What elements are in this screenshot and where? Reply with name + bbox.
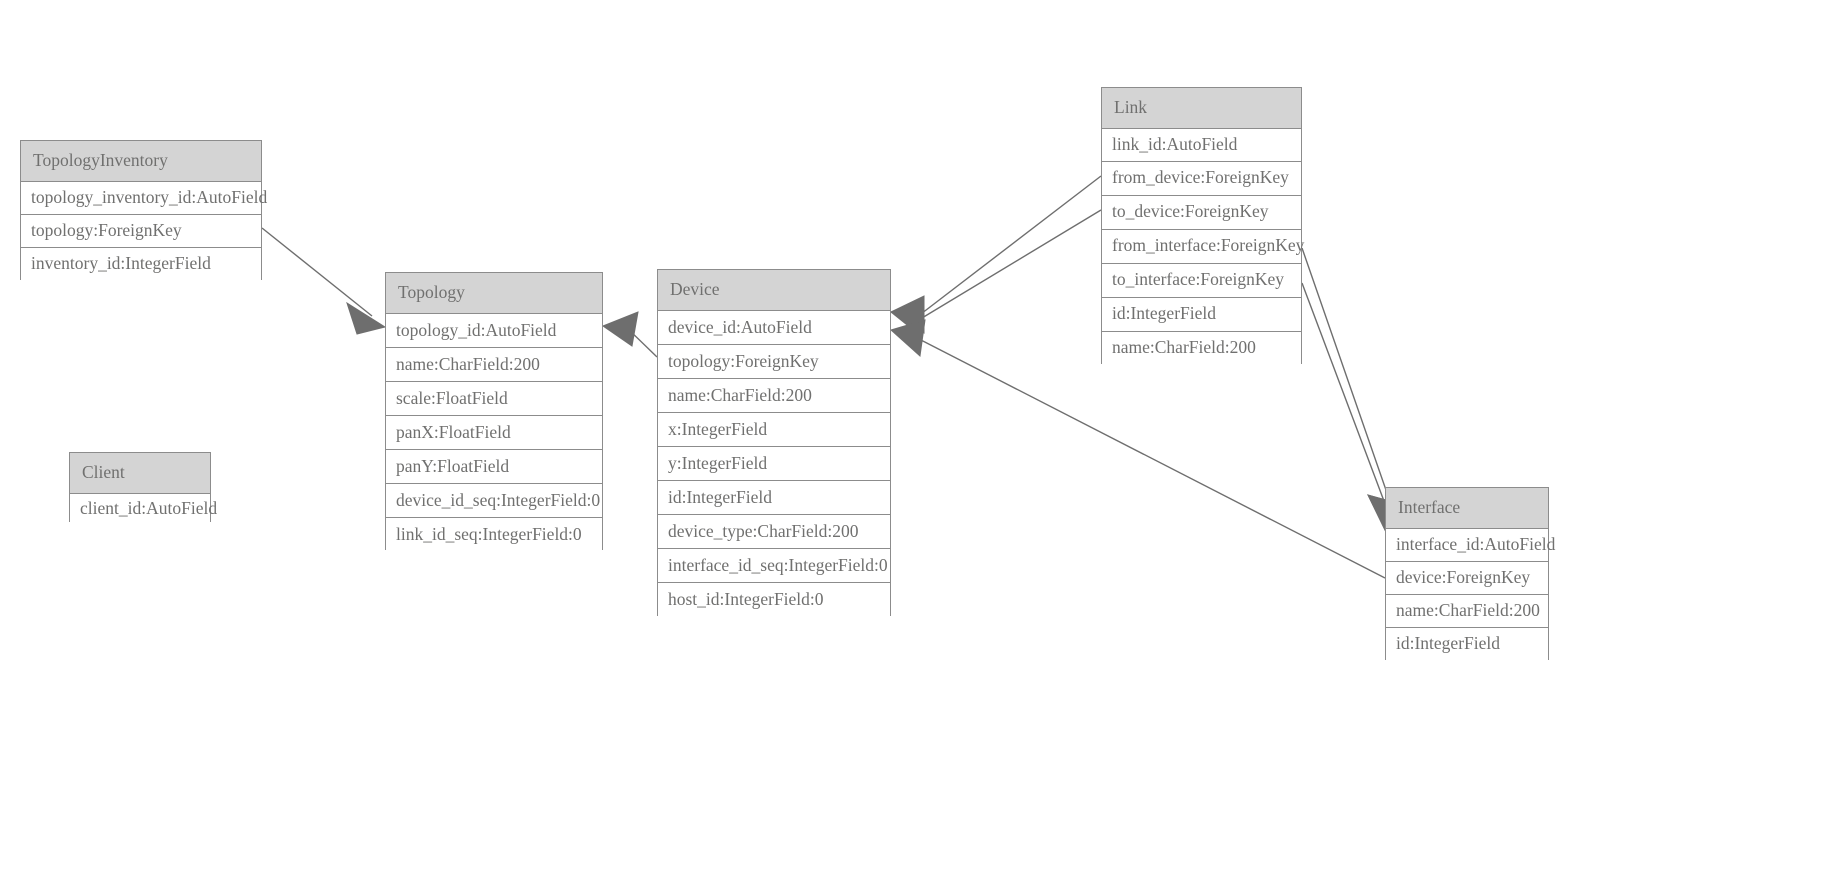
- entity-field: interface_id_seq:IntegerField:0: [658, 549, 890, 584]
- entity-title-device: Device: [658, 270, 890, 311]
- entity-field: topology_inventory_id:AutoField: [21, 181, 267, 215]
- entity-field: scale:FloatField: [386, 381, 602, 416]
- entity-field: host_id:IntegerField:0: [658, 583, 890, 618]
- entity-field: interface_id:AutoField: [1386, 528, 1555, 562]
- relationship-topologyinventory-topology: [261, 227, 387, 335]
- entity-field: from_device:ForeignKey: [1102, 162, 1301, 197]
- entity-field: device:ForeignKey: [1386, 561, 1548, 595]
- relationship-line: [1301, 247, 1396, 517]
- entity-field: link_id_seq:IntegerField:0: [386, 517, 602, 552]
- entity-field: panX:FloatField: [386, 415, 602, 450]
- entity-title-topology: Topology: [386, 273, 602, 314]
- entity-field: device_id:AutoField: [658, 310, 890, 345]
- relationship-line: [916, 337, 1386, 579]
- relationship-device-topology: [601, 311, 658, 358]
- arrowhead-icon: [601, 311, 639, 347]
- entity-field: to_device:ForeignKey: [1102, 196, 1301, 231]
- entity-field: name:CharField:200: [1386, 595, 1548, 629]
- entity-field: device_id_seq:IntegerField:0: [386, 483, 602, 518]
- entity-field: topology:ForeignKey: [21, 214, 261, 249]
- relationship-line: [916, 209, 1102, 322]
- entity-field: topology_id:AutoField: [386, 313, 602, 348]
- arrowhead-icon: [346, 301, 387, 335]
- entity-title-client: Client: [70, 453, 210, 494]
- entity-field: y:IntegerField: [658, 446, 890, 482]
- entity-field: client_id:AutoField: [70, 493, 217, 524]
- relationship-line: [624, 325, 658, 358]
- entity-field: from_interface:ForeignKey: [1102, 230, 1304, 264]
- entity-field: name:CharField:200: [1102, 331, 1301, 366]
- entity-field: inventory_id:IntegerField: [21, 248, 261, 282]
- entity-field: id:IntegerField: [1102, 297, 1301, 332]
- relationship-link-from-device: [889, 175, 1102, 334]
- entity-title-topology-inventory: TopologyInventory: [21, 141, 261, 182]
- entity-field: device_type:CharField:200: [658, 515, 890, 550]
- entity-field: link_id:AutoField: [1102, 128, 1301, 163]
- entity-field: panY:FloatField: [386, 449, 602, 484]
- relationship-link-to-device: [889, 209, 1102, 339]
- entity-field: id:IntegerField: [658, 481, 890, 516]
- relationship-line: [261, 227, 373, 317]
- entity-field: id:IntegerField: [1386, 628, 1548, 662]
- arrowhead-icon: [889, 319, 926, 357]
- relationship-line: [1301, 282, 1391, 518]
- entity-field: topology:ForeignKey: [658, 344, 890, 379]
- entity-field: name:CharField:200: [386, 347, 602, 382]
- arrowhead-icon: [889, 299, 925, 339]
- relationship-line: [916, 175, 1102, 318]
- entity-field: x:IntegerField: [658, 412, 890, 447]
- entity-title-interface: Interface: [1386, 488, 1548, 529]
- entity-field: name:CharField:200: [658, 378, 890, 413]
- entity-title-link: Link: [1102, 88, 1301, 129]
- entity-field: to_interface:ForeignKey: [1102, 263, 1301, 298]
- arrowhead-icon: [889, 295, 925, 334]
